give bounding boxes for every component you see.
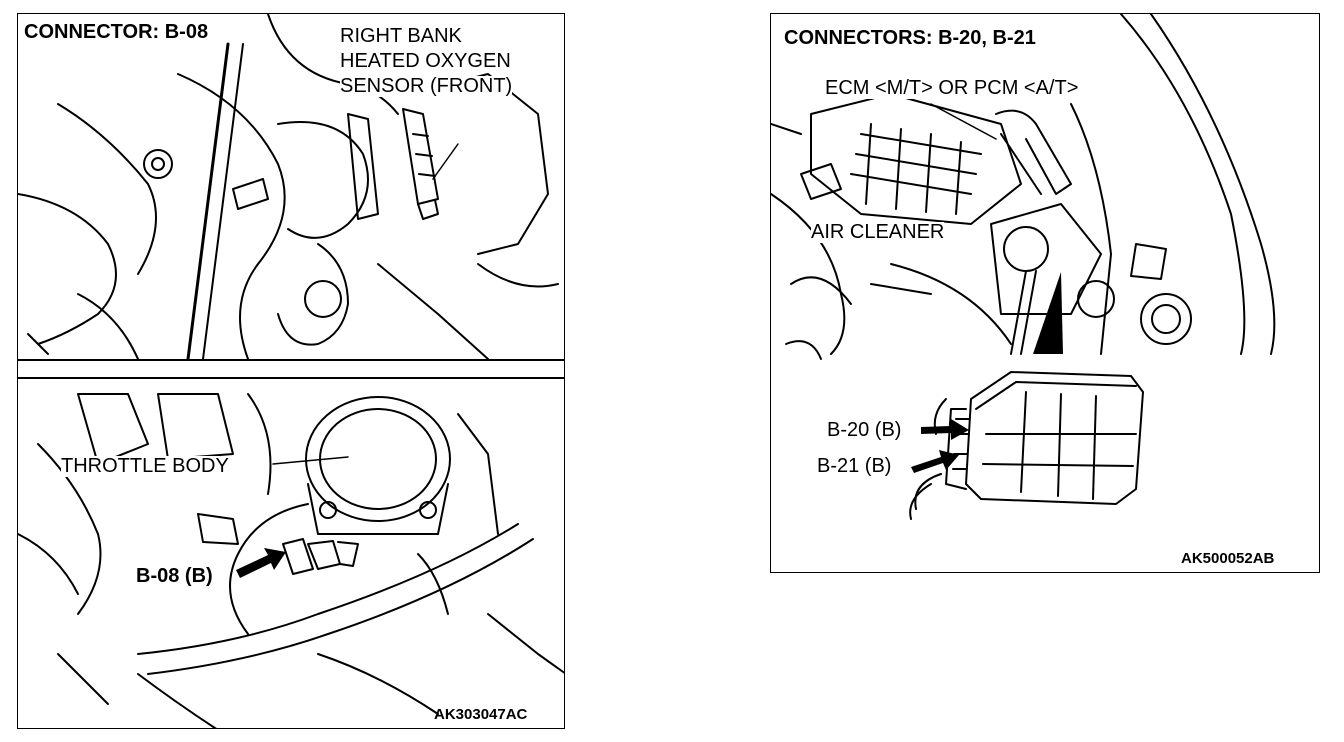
engine-bay-line-art-right xyxy=(771,14,1276,520)
right-panel-title: CONNECTORS: B-20, B-21 xyxy=(784,27,1036,49)
right-figure-id: AK500052AB xyxy=(1181,550,1275,567)
engine-bay-line-art-left xyxy=(18,14,564,728)
left-figure-id: AK303047AC xyxy=(434,706,528,723)
air-cleaner-callout: AIR CLEANER xyxy=(811,221,945,243)
right-diagram-panel: CONNECTORS: B-20, B-21 ECM <M/T> OR PCM … xyxy=(770,13,1320,573)
left-diagram-panel: CONNECTOR: B-08 RIGHT BANK HEATED OXYGEN… xyxy=(17,13,565,729)
connector-b08-label: B-08 (B) xyxy=(136,565,213,587)
sensor-callout-line-2: HEATED OXYGEN xyxy=(340,50,511,72)
connector-b21-label: B-21 (B) xyxy=(817,455,892,477)
connector-b20-label: B-20 (B) xyxy=(827,419,902,441)
throttle-body-callout: THROTTLE BODY xyxy=(61,455,229,477)
ecm-pcm-callout: ECM <M/T> OR PCM <A/T> xyxy=(825,77,1079,99)
left-panel-title: CONNECTOR: B-08 xyxy=(24,21,209,43)
sensor-callout-line-1: RIGHT BANK xyxy=(340,25,462,47)
sensor-callout-line-3: SENSOR (FRONT) xyxy=(340,75,513,97)
